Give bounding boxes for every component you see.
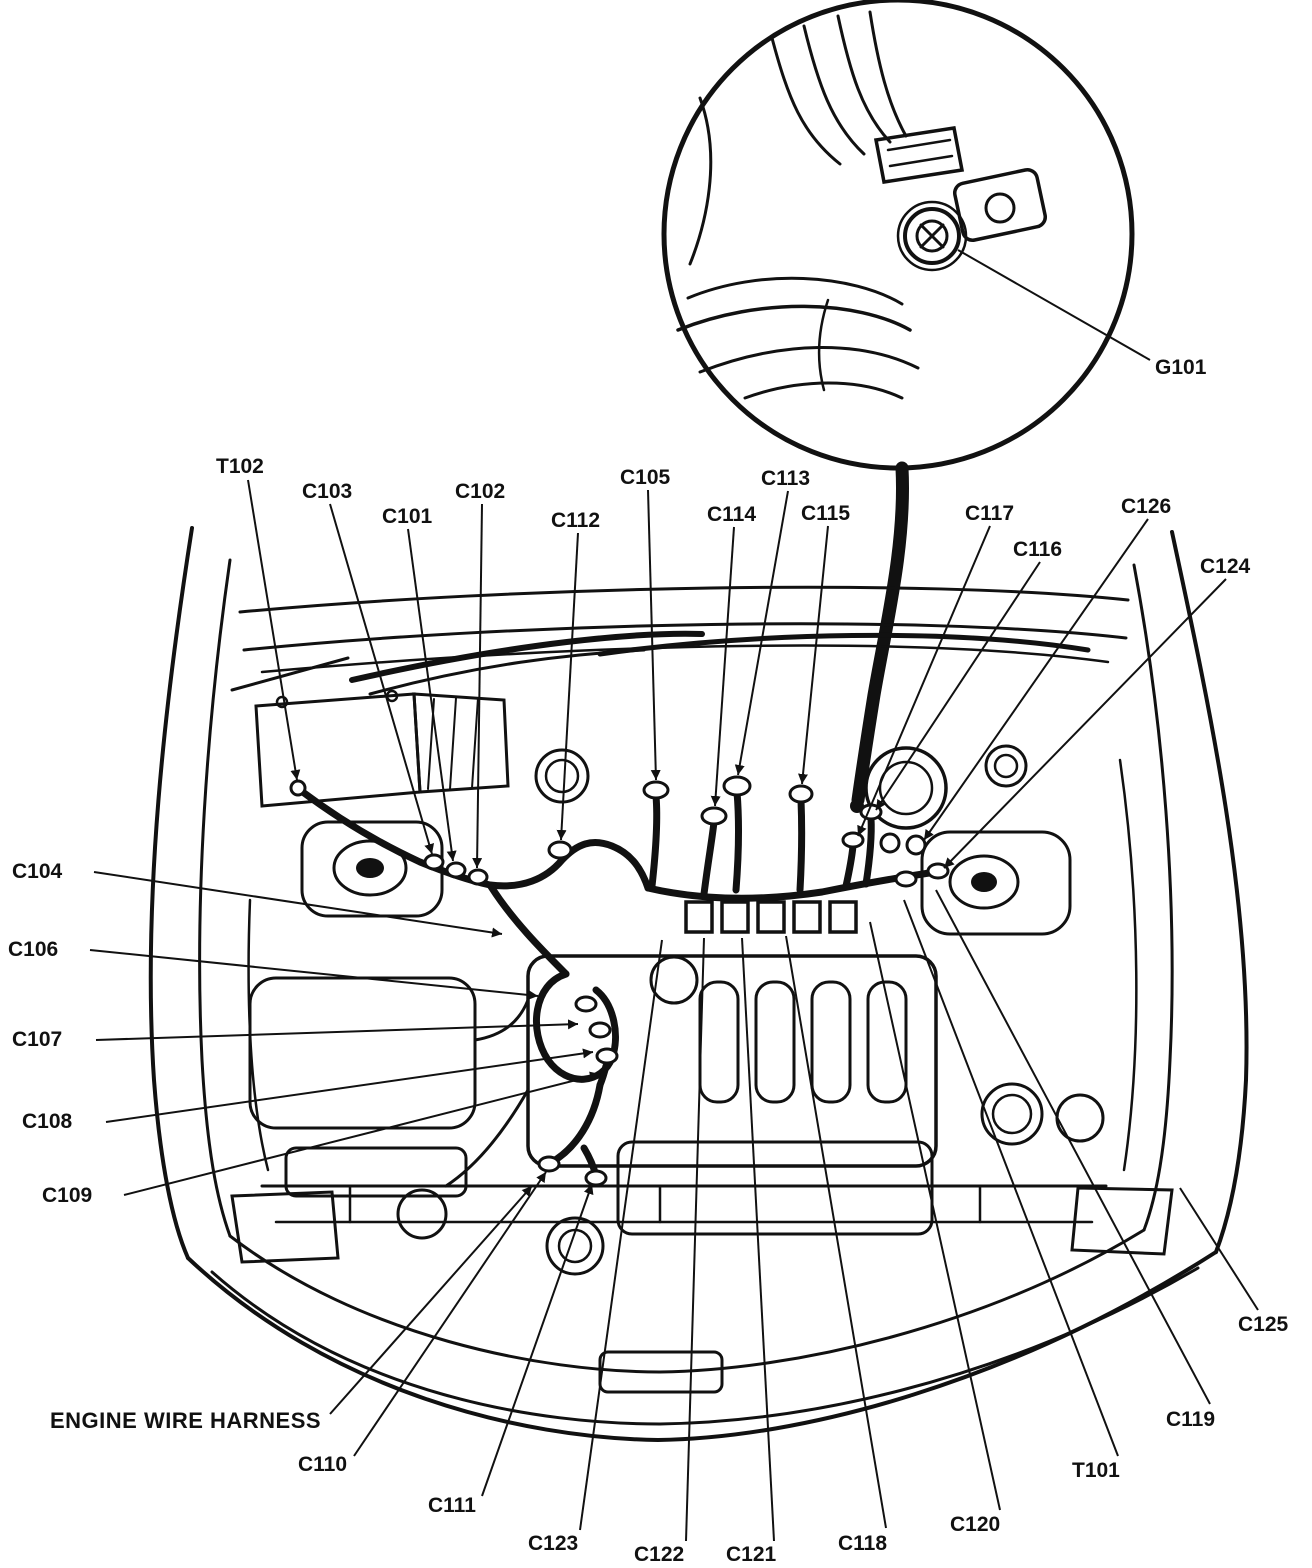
label-c126: C126 [1121,495,1171,518]
connector-row [684,900,858,934]
label-c103: C103 [302,480,352,503]
label-c111: C111 [428,1494,476,1517]
harness-swoosh [851,461,909,807]
label-c106: C106 [8,938,58,961]
label-c112: C112 [551,509,600,532]
label-c123: C123 [528,1532,578,1555]
label-c114: C114 [707,503,756,526]
label-c124: C124 [1200,555,1251,578]
label-t101: T101 [1072,1459,1120,1482]
inset-magnifier [661,0,1135,471]
label-c113: C113 [761,467,810,490]
car-body [148,526,1249,1443]
label-c110: C110 [298,1453,347,1476]
labels: T102 C103 C101 C102 C112 C105 C114 C113 … [8,356,1289,1566]
label-c105: C105 [620,466,671,489]
label-c101: C101 [382,505,433,528]
label-c116: C116 [1013,538,1062,561]
wire-harness [296,786,940,1180]
label-c115: C115 [801,502,850,525]
label-c119: C119 [1166,1408,1215,1431]
label-c107: C107 [12,1028,62,1051]
label-c102: C102 [455,480,505,503]
label-t102: T102 [216,455,264,478]
label-c125: C125 [1238,1313,1289,1336]
label-c109: C109 [42,1184,92,1207]
label-c108: C108 [22,1110,73,1133]
leader-lines [89,249,1259,1542]
label-c118: C118 [838,1532,887,1555]
label-engine-wire-harness: ENGINE WIRE HARNESS [50,1408,321,1433]
label-c122: C122 [634,1543,684,1566]
label-c104: C104 [12,860,63,883]
label-c120: C120 [950,1513,1000,1536]
label-c121: C121 [726,1543,777,1566]
label-c117: C117 [965,502,1014,525]
label-g101: G101 [1155,356,1207,379]
